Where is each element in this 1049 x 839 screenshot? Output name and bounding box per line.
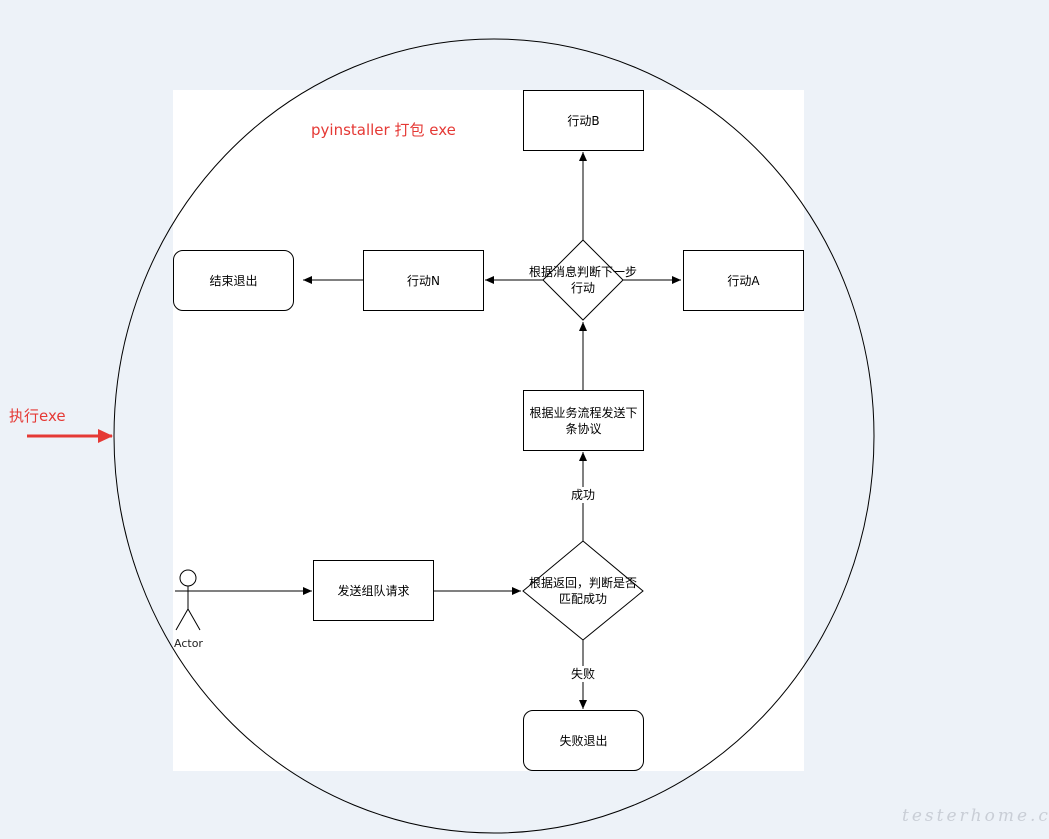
watermark: testerhome.com <box>902 806 1049 826</box>
enclosing-circle <box>113 38 875 834</box>
action-a-node: 行动A <box>683 250 804 311</box>
send-team-request-node: 发送组队请求 <box>313 560 434 621</box>
pyinstaller-annotation: pyinstaller 打包 exe <box>311 121 456 139</box>
fail-exit-node: 失败退出 <box>523 710 644 771</box>
decision-match-label: 根据返回，判断是否匹配成功 <box>528 576 637 606</box>
actor-figure <box>175 569 201 631</box>
decision-next-action-diamond <box>542 239 624 321</box>
action-b-node: 行动B <box>523 90 644 151</box>
send-protocol-node: 根据业务流程发送下条协议 <box>523 390 644 451</box>
diagram-page <box>173 90 804 771</box>
actor-label: Actor <box>174 637 203 650</box>
action-n-node: 行动N <box>363 250 484 311</box>
decision-next-action-label: 根据消息判断下一步行动 <box>528 265 637 295</box>
failure-edge-label: 失败 <box>569 666 598 682</box>
execute-exe-annotation: 执行exe <box>9 407 66 425</box>
end-exit-node: 结束退出 <box>173 250 294 311</box>
success-edge-label: 成功 <box>569 487 598 503</box>
